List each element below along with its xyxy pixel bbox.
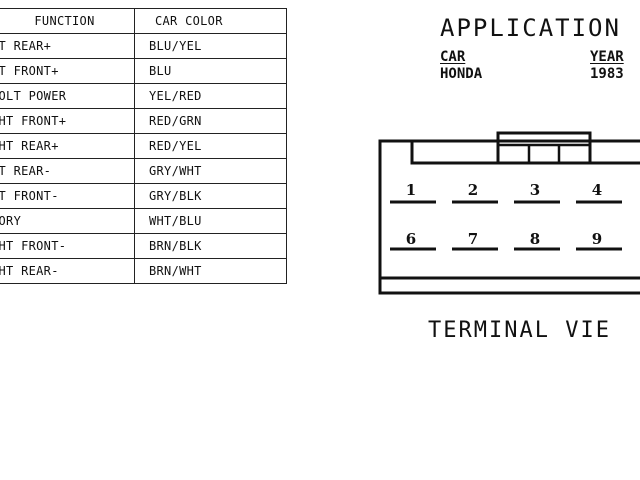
car-color-cell: BLU bbox=[134, 58, 287, 84]
connector-outline bbox=[378, 139, 640, 295]
year-label: YEAR bbox=[590, 49, 624, 65]
car-color-cell: GRY/WHT bbox=[134, 158, 287, 184]
connector-notch bbox=[380, 139, 640, 165]
car-color-cell: YEL/RED bbox=[134, 83, 287, 109]
pin-number: 8 bbox=[530, 230, 540, 248]
function-cell: GHT REAR+ bbox=[0, 133, 135, 159]
table-row: GHT REAR+RED/YEL bbox=[0, 133, 287, 159]
car-color-cell: BRN/BLK bbox=[134, 233, 287, 259]
function-cell: FT FRONT+ bbox=[0, 58, 135, 84]
table-body: FT REAR+BLU/YELFT FRONT+BLUVOLT POWERYEL… bbox=[0, 33, 287, 284]
car-color-cell: WHT/BLU bbox=[134, 208, 287, 234]
function-cell: FT REAR- bbox=[0, 158, 135, 184]
table-row: IORYWHT/BLU bbox=[0, 208, 287, 234]
pin-number: 7 bbox=[468, 230, 478, 248]
table-row: GHT FRONT-BRN/BLK bbox=[0, 233, 287, 259]
pin-number: 1 bbox=[406, 181, 416, 199]
table-row: GHT REAR-BRN/WHT bbox=[0, 258, 287, 284]
terminal-view-caption: TERMINAL VIE bbox=[428, 318, 611, 343]
car-label: CAR bbox=[440, 49, 466, 65]
function-cell: GHT FRONT- bbox=[0, 233, 135, 259]
table-header-row: FUNCTION CAR COLOR bbox=[0, 8, 287, 34]
table-row: GHT FRONT+RED/GRN bbox=[0, 108, 287, 134]
connector-lock-tab bbox=[496, 131, 592, 163]
year-value: 1983 bbox=[590, 66, 624, 82]
function-cell: IORY bbox=[0, 208, 135, 234]
car-value: HONDA bbox=[440, 66, 483, 82]
function-cell: FT FRONT- bbox=[0, 183, 135, 209]
table-row: FT FRONT-GRY/BLK bbox=[0, 183, 287, 209]
function-cell: GHT REAR- bbox=[0, 258, 135, 284]
header-function: FUNCTION bbox=[0, 8, 135, 34]
pin-number: 6 bbox=[406, 230, 416, 248]
pin-number: 4 bbox=[592, 181, 602, 199]
pin-number: 2 bbox=[468, 181, 478, 199]
application-title: APPLICATION bbox=[440, 14, 621, 42]
table-row: FT FRONT+BLU bbox=[0, 58, 287, 84]
table-row: FT REAR-GRY/WHT bbox=[0, 158, 287, 184]
pin-number: 3 bbox=[530, 181, 540, 199]
pin-number: 9 bbox=[592, 230, 602, 248]
car-color-cell: BRN/WHT bbox=[134, 258, 287, 284]
function-cell: VOLT POWER bbox=[0, 83, 135, 109]
car-color-cell: RED/GRN bbox=[134, 108, 287, 134]
wiring-table: FUNCTION CAR COLOR FT REAR+BLU/YELFT FRO… bbox=[0, 8, 287, 284]
